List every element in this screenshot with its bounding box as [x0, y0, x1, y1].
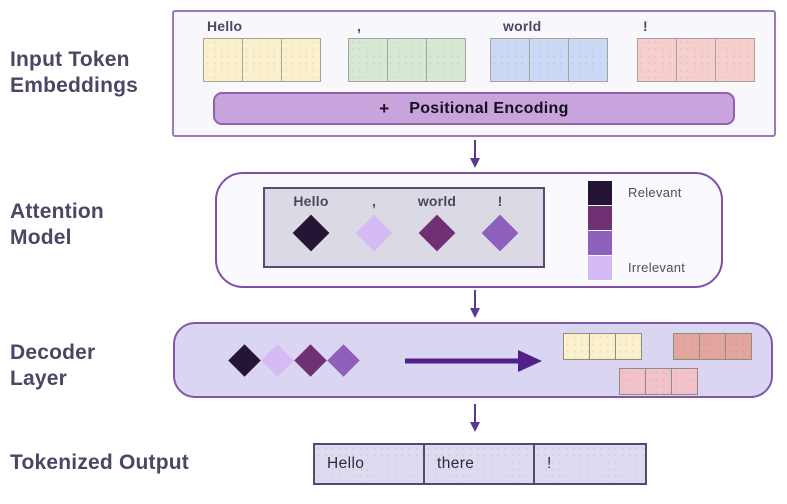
token-label-hello: Hello — [293, 193, 329, 209]
embedding-block-hello — [203, 38, 321, 82]
legend-swatch — [588, 206, 612, 230]
embedding-cell — [281, 38, 321, 82]
output-cell-hello: Hello — [315, 445, 423, 483]
embedding-cell — [490, 38, 530, 82]
embedding-cell — [715, 38, 755, 82]
embedding-cell — [203, 38, 243, 82]
legend-swatch — [588, 256, 612, 280]
section-label-attention-model: Attention Model — [10, 200, 104, 249]
legend-swatch — [588, 181, 612, 205]
diamond-icon — [327, 344, 360, 377]
section-label-decoder-layer: Decoder Layer — [10, 341, 96, 390]
down-arrow-icon — [470, 290, 480, 318]
decoder-block-pink — [619, 368, 698, 395]
embedding-block-exclaim — [637, 38, 755, 82]
embedding-cell — [671, 368, 698, 395]
embedding-cell — [673, 333, 700, 360]
right-arrow-icon — [405, 350, 542, 372]
decoder-layer-box — [173, 322, 773, 398]
down-arrow-icon — [470, 140, 480, 168]
attention-token-world: world — [407, 193, 467, 252]
diamond-icon — [292, 214, 330, 252]
input-embeddings-box: Hello , world ! + Positional Encoding — [172, 10, 776, 137]
embedding-cell — [348, 38, 388, 82]
token-label-world: world — [503, 18, 542, 34]
attention-token-comma: , — [344, 193, 404, 252]
attention-model-box: Hello , world ! Relevant Irrelevant — [215, 172, 723, 288]
diamond-icon — [261, 344, 294, 377]
diamond-icon — [481, 214, 519, 252]
token-label-comma: , — [357, 18, 362, 34]
embedding-cell — [426, 38, 466, 82]
embedding-cell — [568, 38, 608, 82]
embedding-cell — [615, 333, 642, 360]
embedding-cell — [242, 38, 282, 82]
output-cell-exclaim: ! — [533, 445, 645, 483]
embedding-block-world — [490, 38, 608, 82]
embedding-cell — [619, 368, 646, 395]
legend-label-relevant: Relevant — [628, 185, 682, 200]
embedding-cell — [645, 368, 672, 395]
embedding-block-comma — [348, 38, 466, 82]
diamond-icon — [294, 344, 327, 377]
attention-inner-box: Hello , world ! — [263, 187, 545, 268]
output-table: Hello there ! — [313, 443, 647, 485]
down-arrow-icon — [470, 404, 480, 432]
diamond-icon — [228, 344, 261, 377]
token-label-exclaim: ! — [497, 193, 503, 209]
decoder-block-yellow — [563, 333, 642, 360]
positional-encoding-label: Positional Encoding — [409, 99, 569, 117]
token-label-hello: Hello — [207, 18, 243, 34]
section-label-tokenized-output: Tokenized Output — [10, 451, 189, 474]
embedding-cell — [589, 333, 616, 360]
diamond-icon — [355, 214, 393, 252]
embedding-cell — [529, 38, 569, 82]
legend-swatch — [588, 231, 612, 255]
embedding-cell — [563, 333, 590, 360]
diamond-icon — [418, 214, 456, 252]
output-cell-there: there — [423, 445, 533, 483]
attention-token-exclaim: ! — [470, 193, 530, 252]
embedding-cell — [676, 38, 716, 82]
embedding-cell — [699, 333, 726, 360]
token-label-comma: , — [371, 193, 377, 209]
token-label-exclaim: ! — [643, 18, 648, 34]
plus-sign: + — [379, 98, 390, 118]
legend-label-irrelevant: Irrelevant — [628, 260, 686, 275]
embedding-cell — [725, 333, 752, 360]
decoder-block-salmon — [673, 333, 752, 360]
attention-token-hello: Hello — [281, 193, 341, 252]
positional-encoding-bar: + Positional Encoding — [213, 92, 735, 125]
embedding-cell — [387, 38, 427, 82]
section-label-input-embeddings: Input Token Embeddings — [10, 48, 139, 97]
token-label-world: world — [417, 193, 457, 209]
embedding-cell — [637, 38, 677, 82]
